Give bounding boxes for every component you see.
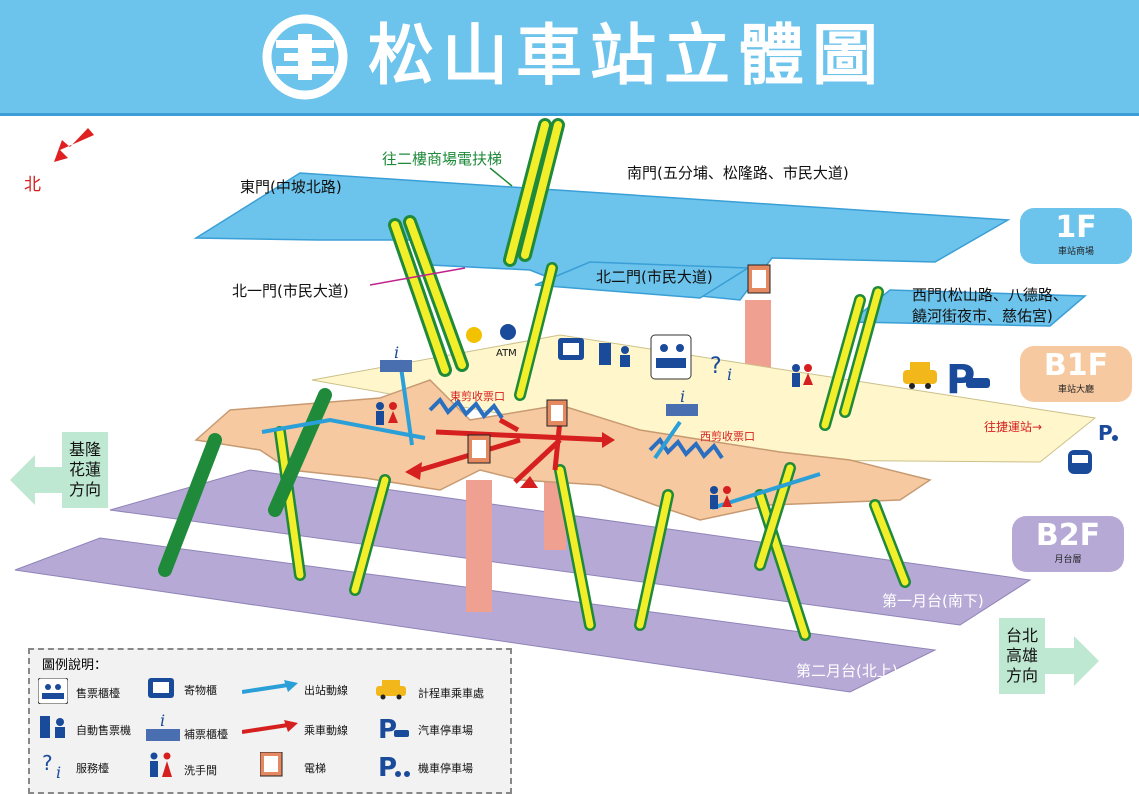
fare-adjust-icon: i bbox=[666, 387, 698, 416]
ticket-counter-icon bbox=[650, 334, 692, 380]
legend-locker: 寄物櫃 bbox=[184, 684, 217, 697]
platform2-label: 第二月台(北上) bbox=[796, 662, 898, 680]
legend-ticket-counter: 售票櫃檯 bbox=[76, 687, 120, 700]
legend-car-parking: 汽車停車場 bbox=[418, 724, 473, 737]
taxi-icon bbox=[903, 362, 937, 389]
elevator-shaft-east bbox=[466, 480, 492, 612]
mrt-train-icon bbox=[1068, 450, 1092, 474]
legend-taxi: 計程車乘車處 bbox=[418, 687, 484, 700]
info-desk-icon: ?i bbox=[710, 354, 732, 384]
svg-text:P: P bbox=[378, 753, 397, 780]
legend-info-desk: 服務檯 bbox=[76, 762, 109, 775]
right-direction-line: 台北 bbox=[1005, 626, 1038, 645]
station-3d-diagram: P P ?i i i bbox=[14, 118, 1118, 693]
legend-box: 圖例說明： 售票櫃檯 寄物櫃 出站動線 計程車乘車處 自動售票機 i 補票櫃檯 … bbox=[28, 648, 512, 794]
svg-text:i: i bbox=[160, 712, 165, 730]
car-parking-icon: P bbox=[946, 357, 990, 403]
boarding-arrowhead-2 bbox=[520, 476, 538, 488]
south-gate-label: 南門(五分埔、松隆路、市民大道) bbox=[627, 164, 849, 182]
svg-text:i: i bbox=[727, 365, 732, 384]
police-icon bbox=[466, 327, 482, 343]
header-banner: 松山車站立體圖 bbox=[0, 0, 1139, 116]
north1-pointer bbox=[369, 267, 466, 286]
right-direction-box: 台北 高雄 方向 bbox=[999, 618, 1045, 694]
right-direction-line: 高雄 bbox=[1005, 646, 1038, 665]
legend-fare-adjust: 補票櫃檯 bbox=[184, 728, 228, 741]
left-direction-line: 方向 bbox=[68, 480, 101, 499]
exit-flow-arrow-icon bbox=[242, 680, 298, 694]
escalator-to-2f-label: 往二樓商場電扶梯 bbox=[382, 150, 503, 168]
north1-gate-label: 北一門(市民大道) bbox=[232, 282, 349, 300]
right-direction-arrow-icon bbox=[1044, 636, 1099, 686]
svg-text:?: ? bbox=[42, 751, 53, 775]
legend-ticket-machine: 自動售票機 bbox=[76, 724, 131, 737]
ticket-machine-icon bbox=[40, 716, 65, 738]
legend-elevator: 電梯 bbox=[304, 762, 326, 775]
svg-text:?: ? bbox=[710, 354, 722, 379]
legend-exit-flow: 出站動線 bbox=[304, 684, 348, 697]
left-direction-box: 基隆 花蓮 方向 bbox=[62, 432, 108, 508]
fare-adjust-icon: i bbox=[380, 343, 412, 372]
svg-text:i: i bbox=[56, 763, 61, 780]
west-ticket-gate-label: 西剪收票口 bbox=[700, 430, 755, 443]
svg-text:i: i bbox=[680, 387, 685, 406]
fare-adjust-icon: i bbox=[146, 712, 180, 741]
legend-title: 圖例說明： bbox=[42, 658, 108, 673]
restroom-icon bbox=[376, 402, 398, 425]
legend-scooter-parking: 機車停車場 bbox=[418, 762, 473, 775]
legend-boarding-flow: 乘車動線 bbox=[304, 724, 348, 737]
legend-restroom: 洗手間 bbox=[184, 764, 217, 777]
elevator-icon bbox=[546, 399, 568, 427]
atm-icon bbox=[500, 324, 516, 340]
restroom-icon bbox=[792, 364, 813, 387]
boarding-flow-arrow-icon bbox=[242, 720, 298, 734]
locker-icon bbox=[558, 338, 584, 360]
railway-logo-icon bbox=[262, 14, 348, 100]
page-title: 松山車站立體圖 bbox=[368, 17, 886, 94]
compass-north-label: 北 bbox=[24, 175, 41, 195]
north2-gate-label: 北二門(市民大道) bbox=[596, 268, 713, 286]
elevator-icon bbox=[260, 752, 283, 777]
taxi-icon bbox=[376, 680, 406, 700]
left-direction-arrow-icon bbox=[10, 455, 65, 505]
ticket-counter-icon bbox=[38, 678, 68, 704]
locker-icon bbox=[148, 678, 174, 698]
boarding-arrowhead-3 bbox=[602, 432, 615, 448]
car-parking-icon: P bbox=[378, 715, 409, 742]
scooter-parking-icon: P bbox=[378, 753, 410, 780]
east-ticket-gate bbox=[428, 396, 504, 420]
escalator-group bbox=[274, 118, 911, 641]
north-arrow-icon bbox=[54, 128, 94, 162]
platform-2-slab bbox=[14, 537, 937, 693]
right-direction-line: 方向 bbox=[1005, 666, 1038, 685]
svg-text:i: i bbox=[394, 343, 399, 362]
restroom-icon bbox=[150, 752, 172, 777]
west-gate-label-2: 饒河街夜市、慈佑宮) bbox=[912, 307, 1053, 325]
ticket-machine-icon bbox=[599, 343, 630, 367]
svg-text:P: P bbox=[378, 715, 397, 742]
svg-text:P: P bbox=[1098, 421, 1113, 445]
escalator-pointer bbox=[489, 167, 513, 187]
stair-green-2 bbox=[268, 388, 332, 517]
exit-flow-lines bbox=[261, 359, 821, 510]
elevator-icon bbox=[747, 264, 771, 294]
stair-green-1 bbox=[158, 433, 222, 577]
left-direction-line: 花蓮 bbox=[68, 460, 101, 479]
left-direction-line: 基隆 bbox=[68, 440, 101, 459]
east-gate-label: 東門(中坡北路) bbox=[240, 178, 342, 196]
to-mrt-label: 往捷運站→ bbox=[984, 420, 1043, 434]
scooter-parking-icon: P bbox=[1098, 421, 1118, 445]
platform1-label: 第一月台(南下) bbox=[882, 592, 984, 610]
west-gate-label-1: 西門(松山路、八德路、 bbox=[912, 286, 1068, 304]
boarding-arrowhead bbox=[405, 462, 422, 480]
east-ticket-gate-label: 東剪收票口 bbox=[450, 390, 505, 403]
info-desk-icon: ?i bbox=[42, 751, 61, 780]
elevator-icon bbox=[467, 434, 491, 464]
restroom-icon bbox=[710, 486, 732, 509]
atm-label: ATM bbox=[496, 348, 517, 359]
